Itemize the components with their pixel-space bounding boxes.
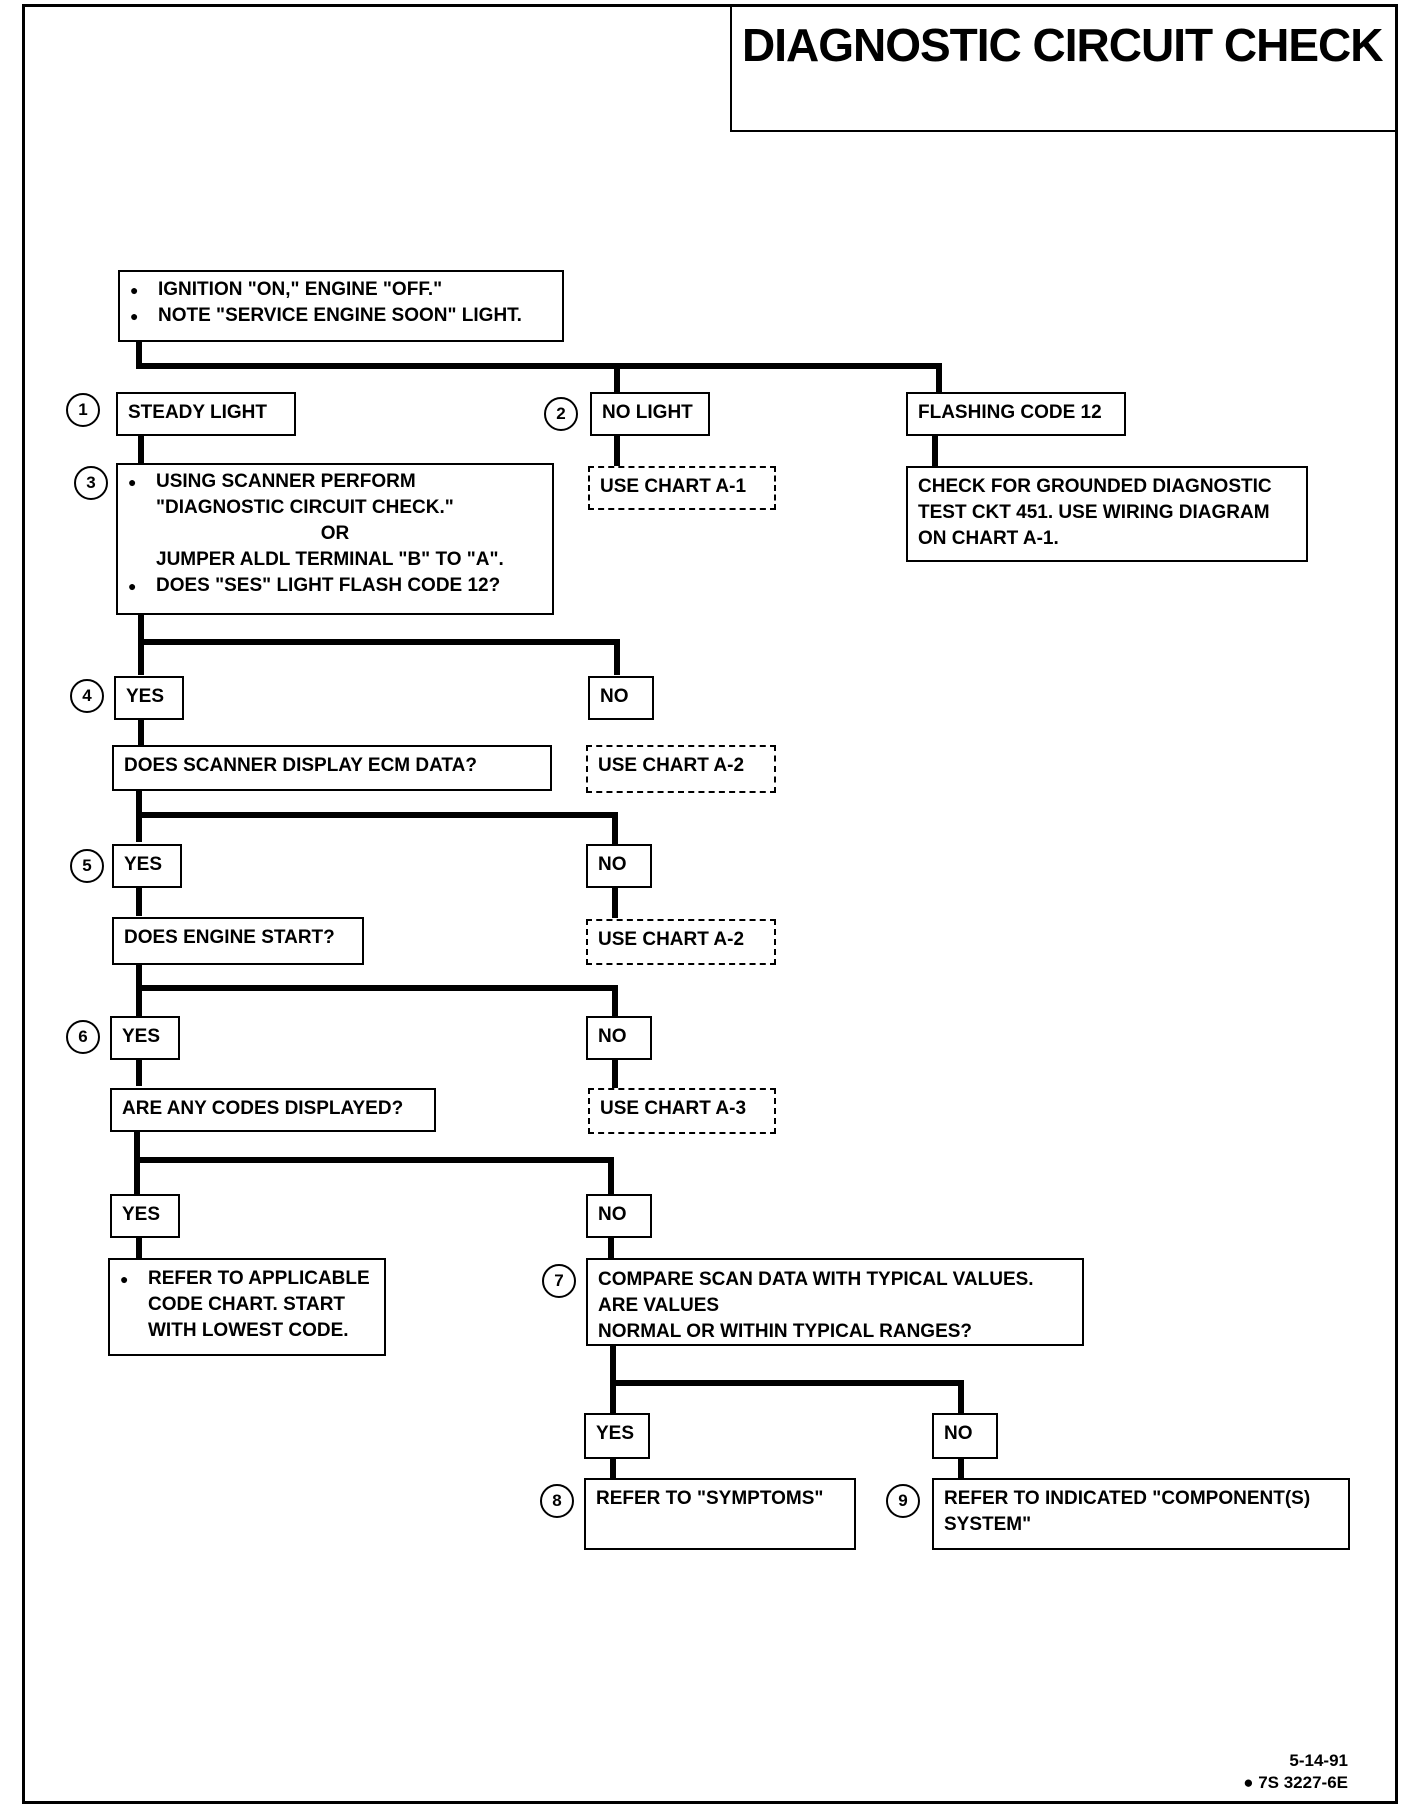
page-frame	[22, 4, 1398, 1804]
connector	[958, 1456, 964, 1480]
scanner-display-question-box: DOES SCANNER DISPLAY ECM DATA?	[112, 745, 552, 791]
connector	[136, 886, 142, 916]
scanner-line-2: "DIAGNOSTIC CIRCUIT CHECK."	[156, 497, 454, 518]
scanner-line-5: DOES "SES" LIGHT FLASH CODE 12?	[128, 573, 542, 599]
step-1-marker: 1	[66, 393, 100, 427]
connector	[134, 1157, 614, 1163]
connector	[612, 985, 618, 1019]
connector	[136, 335, 142, 363]
refer-line-3: WITH LOWEST CODE.	[148, 1320, 349, 1341]
use-chart-a2-box: USE CHART A-2	[586, 919, 776, 965]
connector	[612, 1056, 618, 1090]
connector	[610, 1380, 964, 1386]
connector	[138, 614, 144, 644]
compare-scan-data-box: COMPARE SCAN DATA WITH TYPICAL VALUES. A…	[586, 1258, 1084, 1346]
component-line-1: REFER TO INDICATED "COMPONENT(S)	[944, 1488, 1311, 1509]
connector	[138, 433, 144, 465]
connector	[932, 433, 938, 467]
component-line-2: SYSTEM"	[944, 1514, 1032, 1535]
scanner-check-box: USING SCANNER PERFORM "DIAGNOSTIC CIRCUI…	[116, 463, 554, 615]
connector	[612, 886, 618, 918]
use-chart-a3-box: USE CHART A-3	[588, 1088, 776, 1134]
step-8-marker: 8	[540, 1484, 574, 1518]
connector	[138, 639, 620, 645]
refer-line-2: CODE CHART. START	[148, 1294, 346, 1315]
connector	[614, 433, 620, 467]
yes-label: YES	[584, 1413, 650, 1459]
no-light-box: NO LIGHT	[590, 392, 710, 436]
connector	[136, 1056, 142, 1086]
no-label: NO	[586, 844, 652, 888]
no-label: NO	[586, 1194, 652, 1238]
yes-label: YES	[114, 676, 184, 720]
connector	[136, 985, 618, 991]
step-4-marker: 4	[70, 679, 104, 713]
compare-line-3: NORMAL OR WITHIN TYPICAL RANGES?	[598, 1321, 973, 1342]
compare-line-2: ARE VALUES	[598, 1295, 720, 1316]
refer-component-box: REFER TO INDICATED "COMPONENT(S) SYSTEM"	[932, 1478, 1350, 1550]
connector	[138, 639, 144, 675]
codes-displayed-question-box: ARE ANY CODES DISPLAYED?	[110, 1088, 436, 1132]
start-instructions-box: IGNITION "ON," ENGINE "OFF." NOTE "SERVI…	[118, 270, 564, 342]
title-box	[730, 4, 1398, 132]
connector	[612, 812, 618, 846]
connector	[608, 1236, 614, 1260]
grounded-line-2: TEST CKT 451. USE WIRING DIAGRAM	[918, 502, 1270, 523]
connector	[608, 1157, 614, 1195]
yes-label: YES	[110, 1016, 180, 1060]
footer-date: 5-14-91	[1289, 1751, 1348, 1770]
bullet-icon: ●	[1243, 1773, 1259, 1792]
step-7-marker: 7	[542, 1264, 576, 1298]
start-line-2: NOTE "SERVICE ENGINE SOON" LIGHT.	[130, 303, 552, 329]
connector	[610, 1344, 616, 1414]
flashing-code-12-box: FLASHING CODE 12	[906, 392, 1126, 436]
no-label: NO	[932, 1413, 998, 1459]
use-chart-a2-box: USE CHART A-2	[586, 745, 776, 793]
connector	[610, 1456, 616, 1480]
step-6-marker: 6	[66, 1020, 100, 1054]
no-label: NO	[586, 1016, 652, 1060]
refer-line-1: REFER TO APPLICABLE	[120, 1266, 374, 1292]
grounded-line-1: CHECK FOR GROUNDED DIAGNOSTIC	[918, 476, 1272, 497]
connector	[614, 363, 620, 393]
connector	[958, 1380, 964, 1414]
connector	[136, 363, 942, 369]
no-label: NO	[588, 676, 654, 720]
footer-code-text: 7S 3227-6E	[1258, 1773, 1348, 1792]
refer-symptoms-box: REFER TO "SYMPTOMS"	[584, 1478, 856, 1550]
step-9-marker: 9	[886, 1484, 920, 1518]
engine-start-question-box: DOES ENGINE START?	[112, 917, 364, 965]
use-chart-a1-box: USE CHART A-1	[588, 466, 776, 510]
scanner-line-4: JUMPER ALDL TERMINAL "B" TO "A".	[156, 549, 504, 570]
yes-label: YES	[110, 1194, 180, 1238]
start-line-1: IGNITION "ON," ENGINE "OFF."	[130, 277, 552, 303]
connector	[138, 717, 144, 747]
step-2-marker: 2	[544, 397, 578, 431]
compare-line-1: COMPARE SCAN DATA WITH TYPICAL VALUES.	[598, 1269, 1034, 1290]
footer-code: ● 7S 3227-6E	[1243, 1773, 1348, 1793]
scanner-line-1: USING SCANNER PERFORM	[128, 469, 542, 495]
connector	[936, 363, 942, 393]
yes-label: YES	[112, 844, 182, 888]
grounded-diagnostic-box: CHECK FOR GROUNDED DIAGNOSTIC TEST CKT 4…	[906, 466, 1308, 562]
grounded-line-3: ON CHART A-1.	[918, 528, 1059, 549]
connector	[136, 812, 618, 818]
step-5-marker: 5	[70, 849, 104, 883]
connector	[614, 639, 620, 675]
refer-code-chart-box: REFER TO APPLICABLE CODE CHART. START WI…	[108, 1258, 386, 1356]
page-title: DIAGNOSTIC CIRCUIT CHECK	[742, 19, 1383, 71]
steady-light-box: STEADY LIGHT	[116, 392, 296, 436]
step-3-marker: 3	[74, 466, 108, 500]
scanner-line-3: OR	[320, 523, 350, 544]
connector	[136, 1236, 142, 1258]
